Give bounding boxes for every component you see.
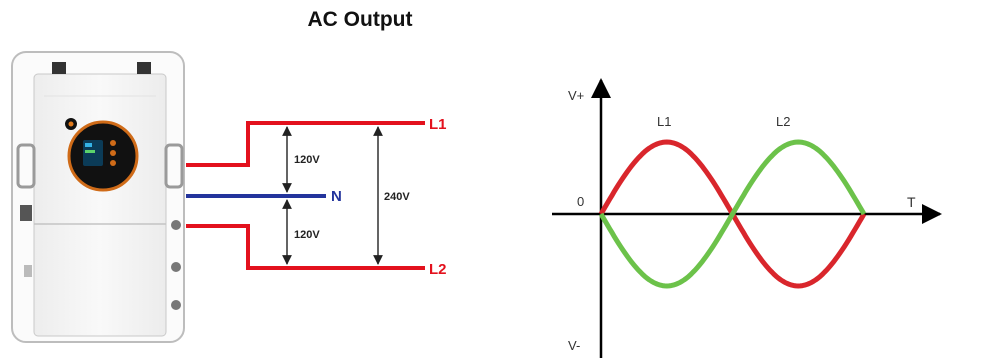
voltage-label-l1-n: 120V bbox=[294, 154, 320, 166]
inverter-display bbox=[65, 118, 139, 192]
series-label-l2: L2 bbox=[776, 114, 790, 129]
waveform-graph: V+ V- 0 T L1 L2 bbox=[552, 78, 942, 358]
waveform-l2-curve bbox=[598, 139, 867, 289]
voltage-label-l1-l2: 240V bbox=[384, 191, 410, 203]
wire-l2 bbox=[186, 224, 425, 270]
y-axis-top-label: V+ bbox=[568, 88, 584, 103]
terminal-label-n: N bbox=[331, 188, 342, 205]
origin-label: 0 bbox=[577, 194, 584, 209]
series-label-l1: L1 bbox=[657, 114, 671, 129]
terminal-label-l1: L1 bbox=[429, 116, 447, 133]
y-axis-bottom-label: V- bbox=[568, 338, 580, 353]
x-axis-label: T bbox=[907, 194, 916, 210]
wire-l1 bbox=[186, 121, 425, 167]
page-title: AC Output bbox=[307, 8, 413, 31]
inverter-device bbox=[11, 51, 185, 343]
voltage-label-n-l2: 120V bbox=[294, 229, 320, 241]
terminal-label-l2: L2 bbox=[429, 261, 447, 278]
